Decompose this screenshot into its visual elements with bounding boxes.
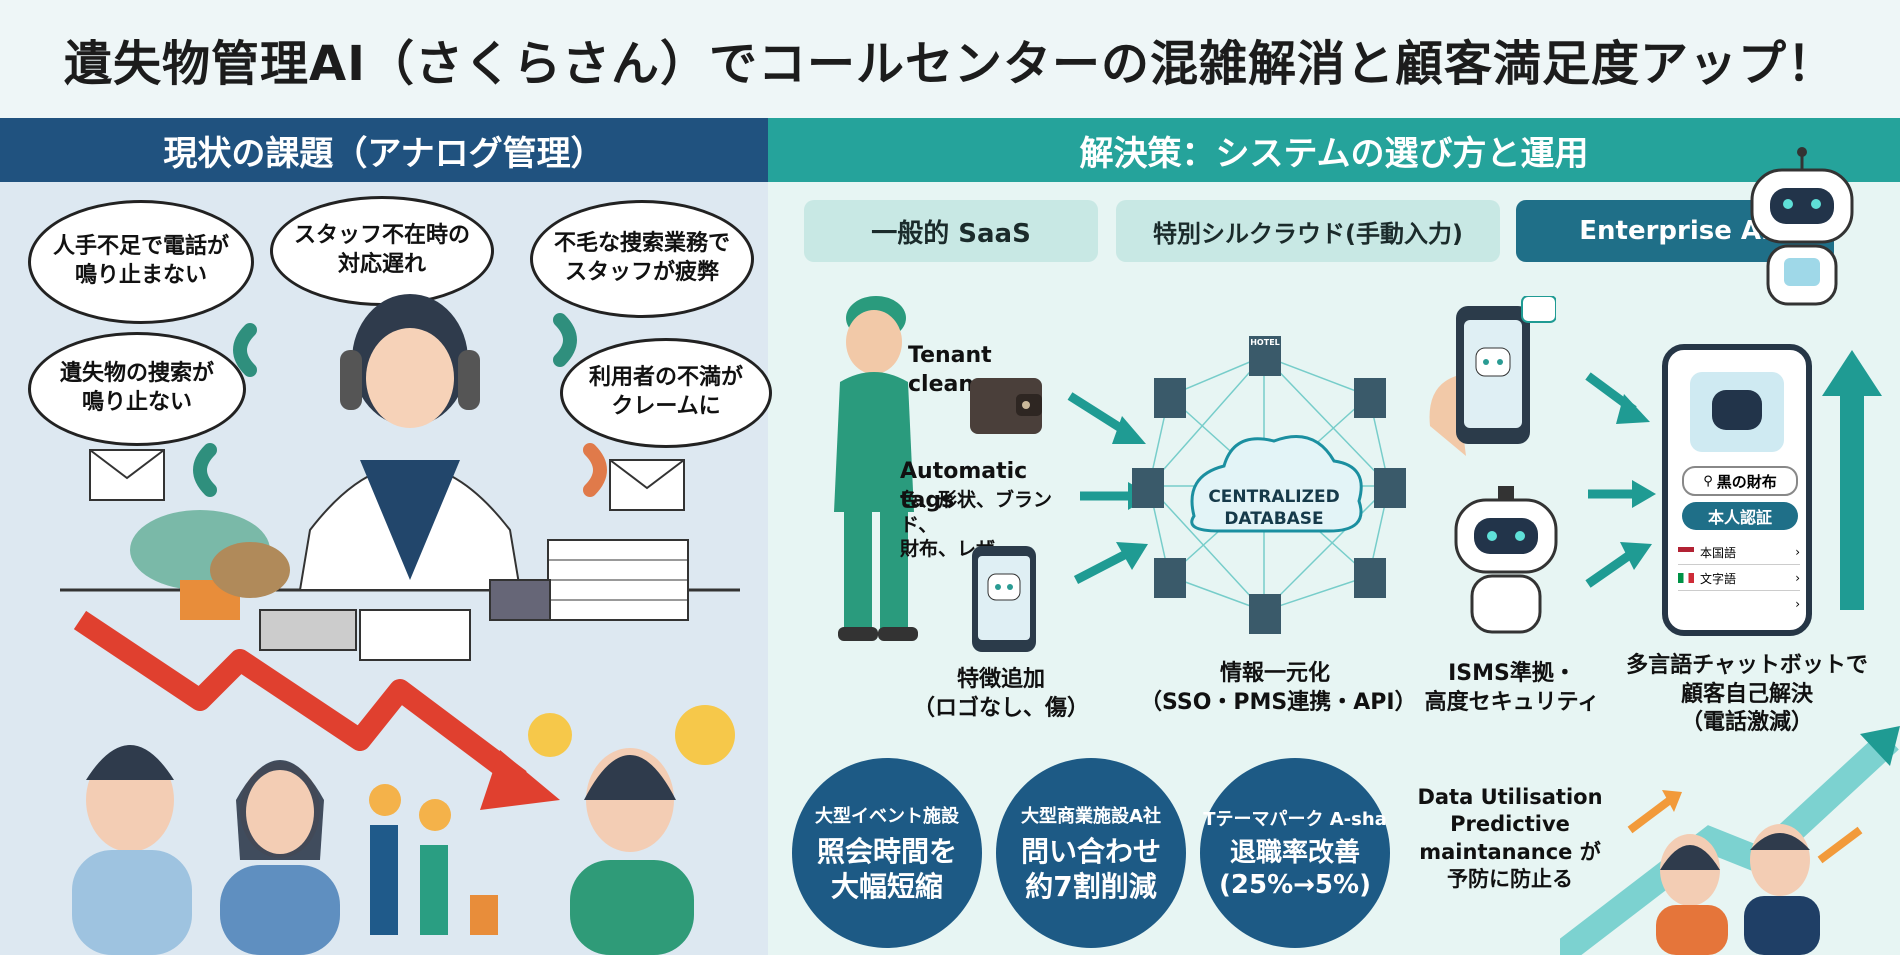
info-unify-label: 情報一元化 （SSO・PMS連携・API） (1140, 661, 1417, 715)
chatbot-search-text: 黒の財布 (1716, 472, 1777, 491)
language-option-2[interactable]: 文字語 › (1678, 566, 1800, 591)
chevron-right-icon: › (1795, 571, 1800, 585)
chatbot-robot-avatar (1690, 372, 1784, 452)
case-commercial-facility: 大型商業施設A社 問い合わせ 約7割削減 (996, 758, 1186, 948)
isms-robot-icon (1454, 486, 1558, 634)
case-event-facility: 大型イベント施設 照会時間を 大幅短縮 (792, 758, 982, 948)
automatic-tags-body: 色、形状、ブランド、 財布、レザー (900, 489, 1053, 561)
tab-general-saas[interactable]: 一般的 SaaS (804, 200, 1098, 262)
speech-bubble-phones: 人手不足で電話が 鳴り止まない (28, 200, 254, 324)
language-option-1[interactable]: 本国語 › (1678, 540, 1800, 565)
predictive-maintenance-label: Data Utilisation Predictive maintanance … (1417, 785, 1603, 891)
speech-bubble-search: 遺失物の捜索が 鳴り止ない (28, 332, 246, 446)
centralized-database-network (1132, 336, 1406, 634)
solution-header: 解決策：システムの選び方と運用 (768, 118, 1900, 182)
automatic-tags-title: Automatic tags (900, 459, 1028, 513)
case-theme-park: Tテーマパーク A-sha 退職率改善 (25%→5%) (1200, 758, 1390, 948)
hand-phone-robot-icon (1429, 296, 1556, 456)
tenant-cleaner-illustration (834, 296, 918, 641)
up-arrow-icon (1822, 350, 1882, 610)
feature-add-phone-icon (972, 546, 1036, 652)
it-flag-icon (1678, 573, 1694, 583)
robot-mascot-icon (1750, 147, 1854, 306)
tab-special-cloud[interactable]: 特別シルクラウド(手動入力) (1116, 200, 1500, 262)
speech-bubble-fatigue: 不毛な捜索業務で スタッフが疲弊 (530, 200, 754, 318)
wallet-icon (970, 378, 1042, 434)
chevron-right-icon: › (1795, 597, 1800, 611)
centralized-database-label: CENTRALIZED DATABASE (1208, 487, 1340, 530)
business-growth-illustration (1560, 726, 1900, 955)
page-title: 遺失物管理AI（さくらさん）でコールセンターの混雑解消と顧客満足度アップ！ (63, 36, 1836, 92)
chevron-right-icon: › (1795, 545, 1800, 559)
feature-add-label: 特徴追加 （ロゴなし、傷） (912, 667, 1089, 721)
chatbot-search-input[interactable]: ⚲ 黒の財布 (1682, 466, 1798, 496)
current-issues-header: 現状の課題（アナログ管理） (0, 118, 768, 182)
speech-bubble-complaints: 利用者の不満が クレームに (560, 338, 772, 448)
identity-auth-button[interactable]: 本人認証 (1682, 502, 1798, 530)
stressed-operator-illustration (60, 294, 740, 955)
hotel-label-top: HOTEL (1250, 338, 1280, 347)
us-flag-icon (1678, 547, 1694, 557)
language-option-3[interactable]: › (1678, 592, 1800, 616)
isms-label: ISMS準拠・ 高度セキュリティ (1424, 661, 1600, 715)
search-icon: ⚲ (1703, 473, 1713, 489)
chatbot-label: 多言語チャットボットで 顧客自己解決 （電話激減） (1626, 653, 1868, 736)
flow-arrows-right (1585, 372, 1656, 588)
chatbot-phone: ⚲ 黒の財布 本人認証 本国語 › 文字語 › › (1662, 344, 1812, 636)
